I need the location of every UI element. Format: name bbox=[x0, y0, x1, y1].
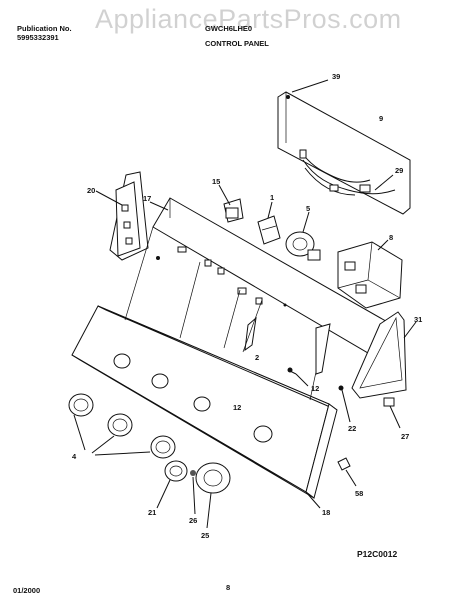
callout-29: 29 bbox=[395, 166, 403, 175]
assembly-lines bbox=[124, 226, 331, 401]
callout-9: 9 bbox=[379, 114, 383, 123]
part-side-bracket bbox=[95, 171, 149, 261]
part-screw-58 bbox=[337, 457, 357, 487]
callout-labels: 39 9 29 20 17 15 1 5 8 31 2 12 22 27 4 1… bbox=[72, 72, 422, 540]
part-clip bbox=[383, 397, 401, 429]
footer-page-number: 8 bbox=[226, 583, 231, 592]
part-wire-harness bbox=[299, 149, 396, 196]
part-switch bbox=[218, 184, 244, 223]
section-title: CONTROL PANEL bbox=[205, 39, 269, 48]
callout-31: 31 bbox=[414, 315, 422, 324]
callout-18: 18 bbox=[322, 508, 330, 517]
publication-number: 5995332391 bbox=[17, 33, 59, 42]
callout-17: 17 bbox=[143, 194, 151, 203]
part-front-console bbox=[71, 305, 338, 509]
callout-20: 20 bbox=[87, 186, 95, 195]
part-selector-switch bbox=[257, 201, 281, 245]
callout-27: 27 bbox=[401, 432, 409, 441]
callout-58: 58 bbox=[355, 489, 363, 498]
callout-4: 4 bbox=[72, 452, 77, 461]
callout-22: 22 bbox=[348, 424, 356, 433]
callout-26: 26 bbox=[189, 516, 197, 525]
footer-date: 01/2000 bbox=[13, 586, 41, 595]
callout-5: 5 bbox=[306, 204, 310, 213]
part-timer bbox=[337, 239, 403, 309]
part-round-switch bbox=[285, 211, 321, 261]
callout-8: 8 bbox=[389, 233, 393, 242]
model-code: GWCH6LHE0 bbox=[205, 24, 253, 33]
callout-1: 1 bbox=[270, 193, 274, 202]
watermark-text: AppliancePartsPros.com bbox=[95, 4, 402, 34]
part-end-cap bbox=[351, 311, 417, 399]
part-timer-knob bbox=[156, 460, 231, 529]
diagram-code: P12C0012 bbox=[357, 549, 398, 559]
callout-21: 21 bbox=[148, 508, 156, 517]
callout-39: 39 bbox=[332, 72, 340, 81]
part-rear-cover bbox=[277, 79, 411, 215]
callout-2: 2 bbox=[255, 353, 259, 362]
callout-25: 25 bbox=[201, 531, 209, 540]
part-knobs bbox=[68, 393, 176, 459]
publication-label: Publication No. bbox=[17, 24, 72, 33]
callout-15: 15 bbox=[212, 177, 220, 186]
callout-12-lower: 12 bbox=[233, 403, 241, 412]
callout-12-upper: 12 bbox=[311, 384, 319, 393]
